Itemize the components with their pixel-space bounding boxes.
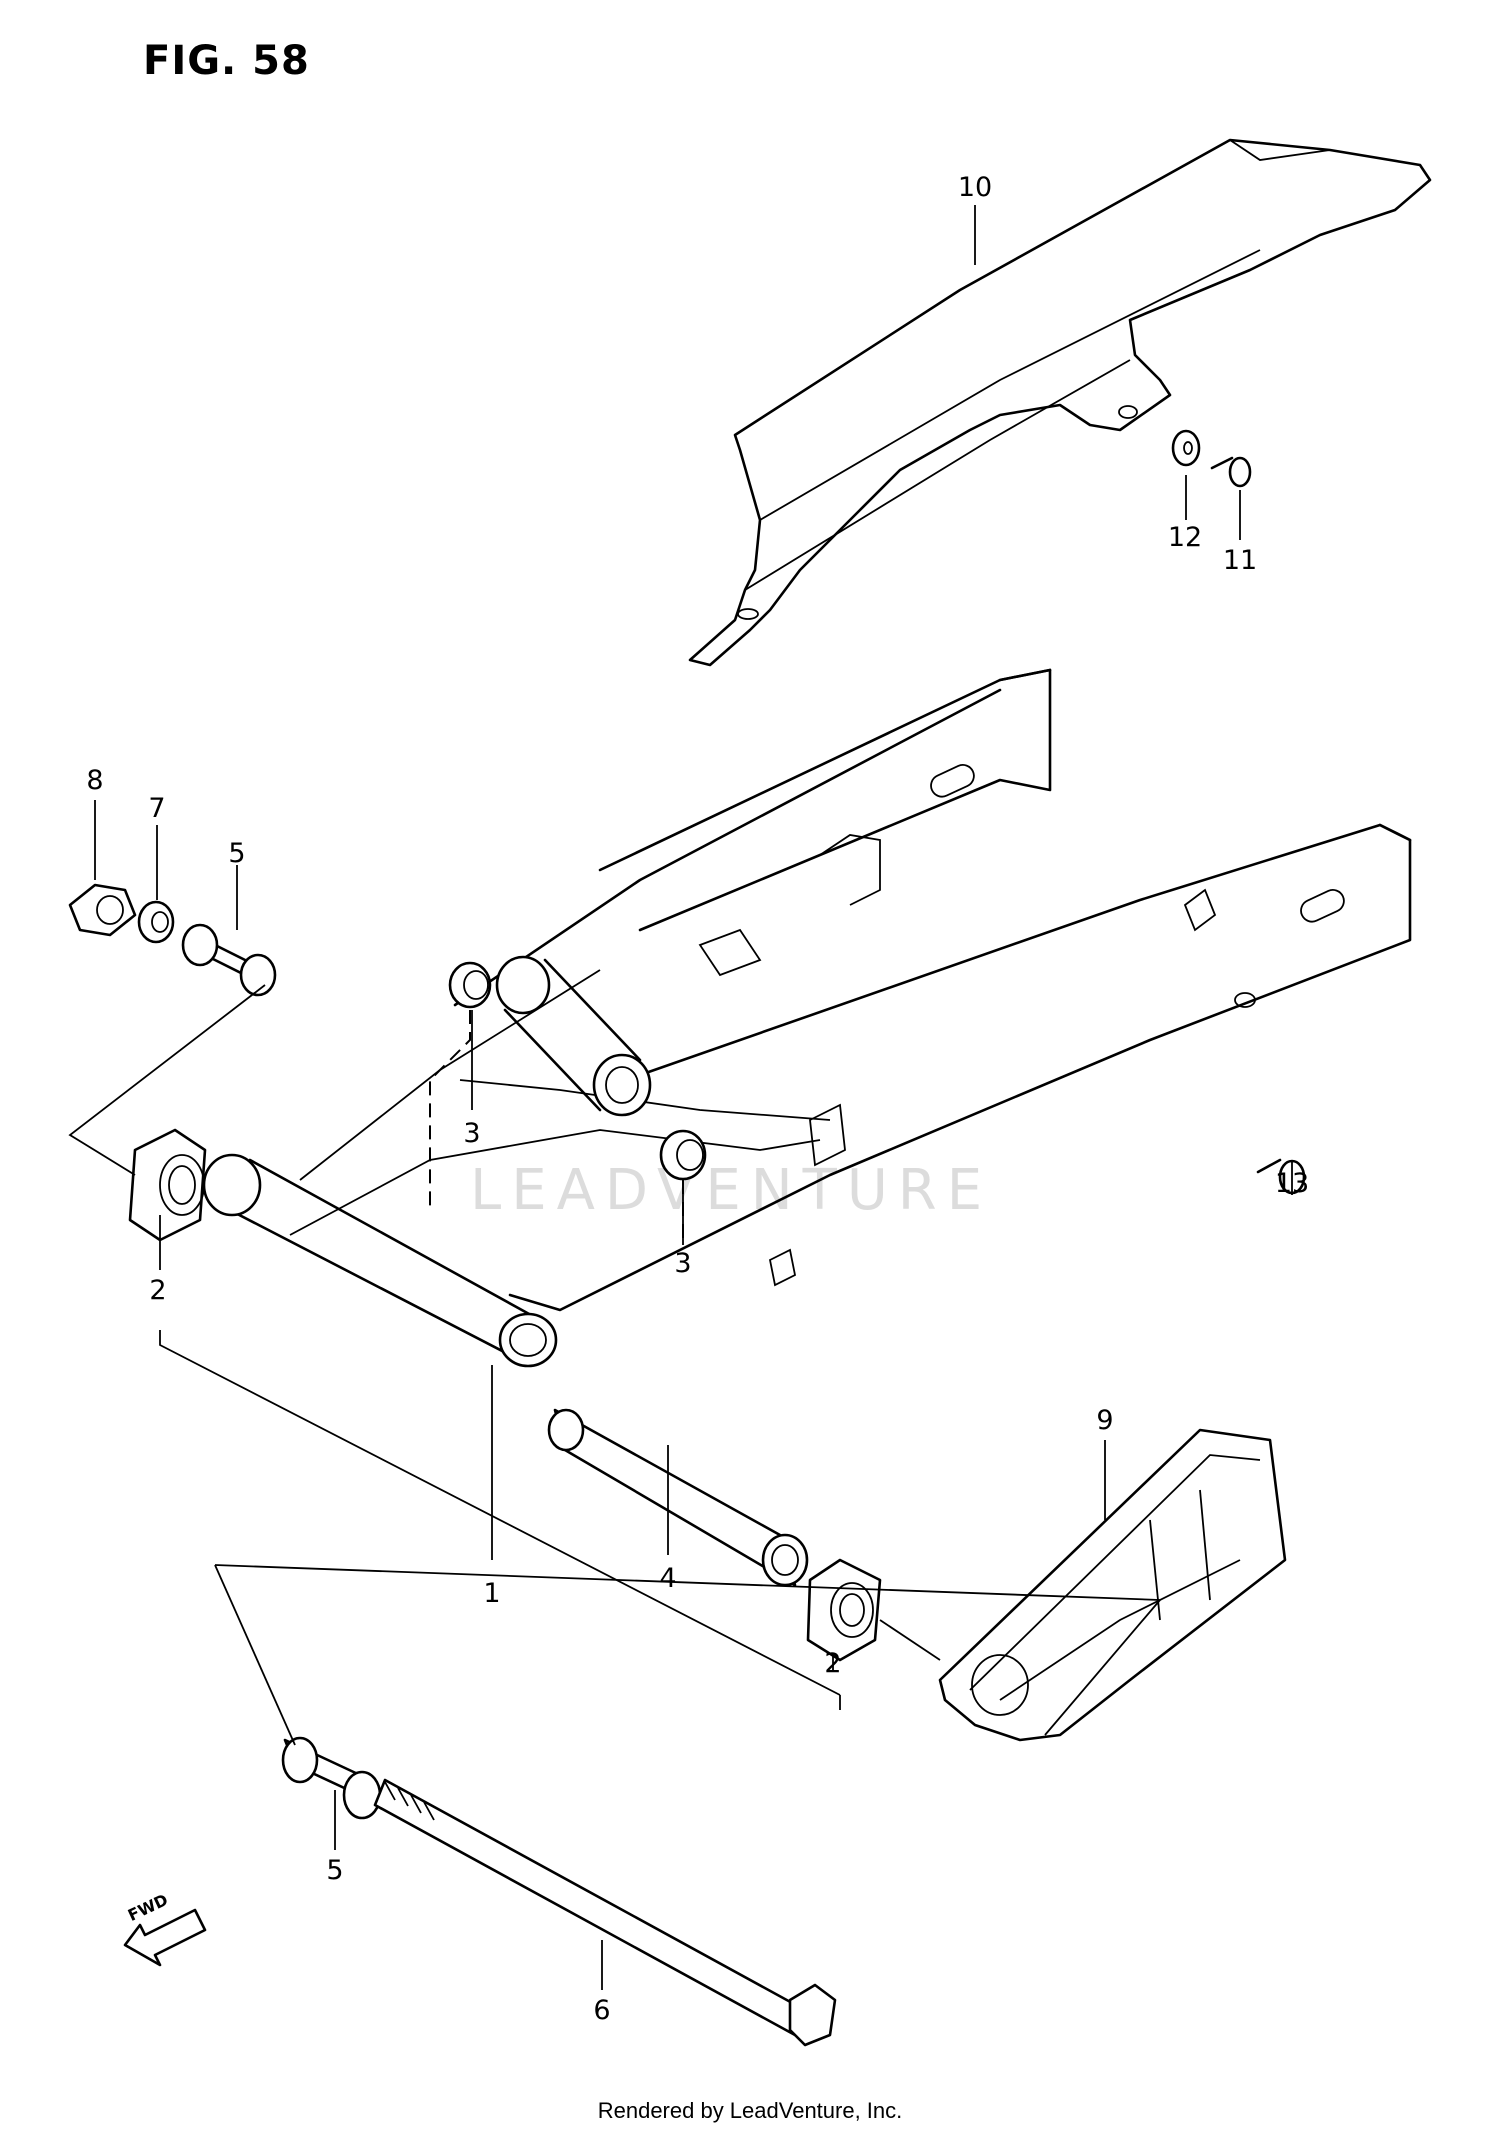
- spacer-part-5-lower: [281, 1736, 382, 1820]
- bearing-part-2-right: [806, 1558, 882, 1662]
- callout-4: 4: [659, 1563, 677, 1594]
- callout-1: 1: [483, 1578, 501, 1609]
- callout-13: 13: [1274, 1168, 1310, 1199]
- callout-3-upper: 3: [463, 1118, 481, 1149]
- callout-5-upper: 5: [228, 838, 246, 869]
- pivot-boss: [495, 955, 652, 1117]
- washer-part-12: [1171, 429, 1201, 467]
- callout-7: 7: [148, 793, 166, 824]
- pivot-bolt-part-6: [373, 1778, 837, 2047]
- callout-8: 8: [86, 765, 104, 796]
- bearing-part-3-upper: [448, 961, 492, 1009]
- callout-2-left: 2: [149, 1275, 167, 1306]
- callout-9: 9: [1096, 1405, 1114, 1436]
- callout-11: 11: [1222, 545, 1258, 576]
- bearing-part-3-lower: [659, 1129, 707, 1181]
- nut-part-8: [68, 883, 137, 937]
- callout-6: 6: [593, 1995, 611, 2026]
- assembly-guide-lines: [68, 205, 1293, 1990]
- chain-guide-part-9: [938, 1428, 1287, 1742]
- washer-part-7: [137, 900, 175, 944]
- spacer-part-5-upper: [181, 923, 277, 997]
- callout-5-lower: 5: [326, 1855, 344, 1886]
- callout-2-right: 2: [824, 1648, 842, 1679]
- forward-arrow-icon: [123, 1908, 207, 1967]
- callout-12: 12: [1167, 522, 1203, 553]
- watermark: LEADVENTURE: [470, 1158, 993, 1223]
- figure-title: FIG. 58: [143, 38, 310, 84]
- callout-10: 10: [957, 172, 993, 203]
- callout-3-lower: 3: [674, 1248, 692, 1279]
- sleeve-part-4: [547, 1408, 809, 1587]
- footer-credit: Rendered by LeadVenture, Inc.: [597, 2098, 903, 2123]
- swingarm-part-1: [202, 668, 1412, 1368]
- chain-case-part-10: [688, 138, 1432, 667]
- bolt-part-11: [1210, 456, 1252, 488]
- bearing-part-2-left: [128, 1128, 207, 1242]
